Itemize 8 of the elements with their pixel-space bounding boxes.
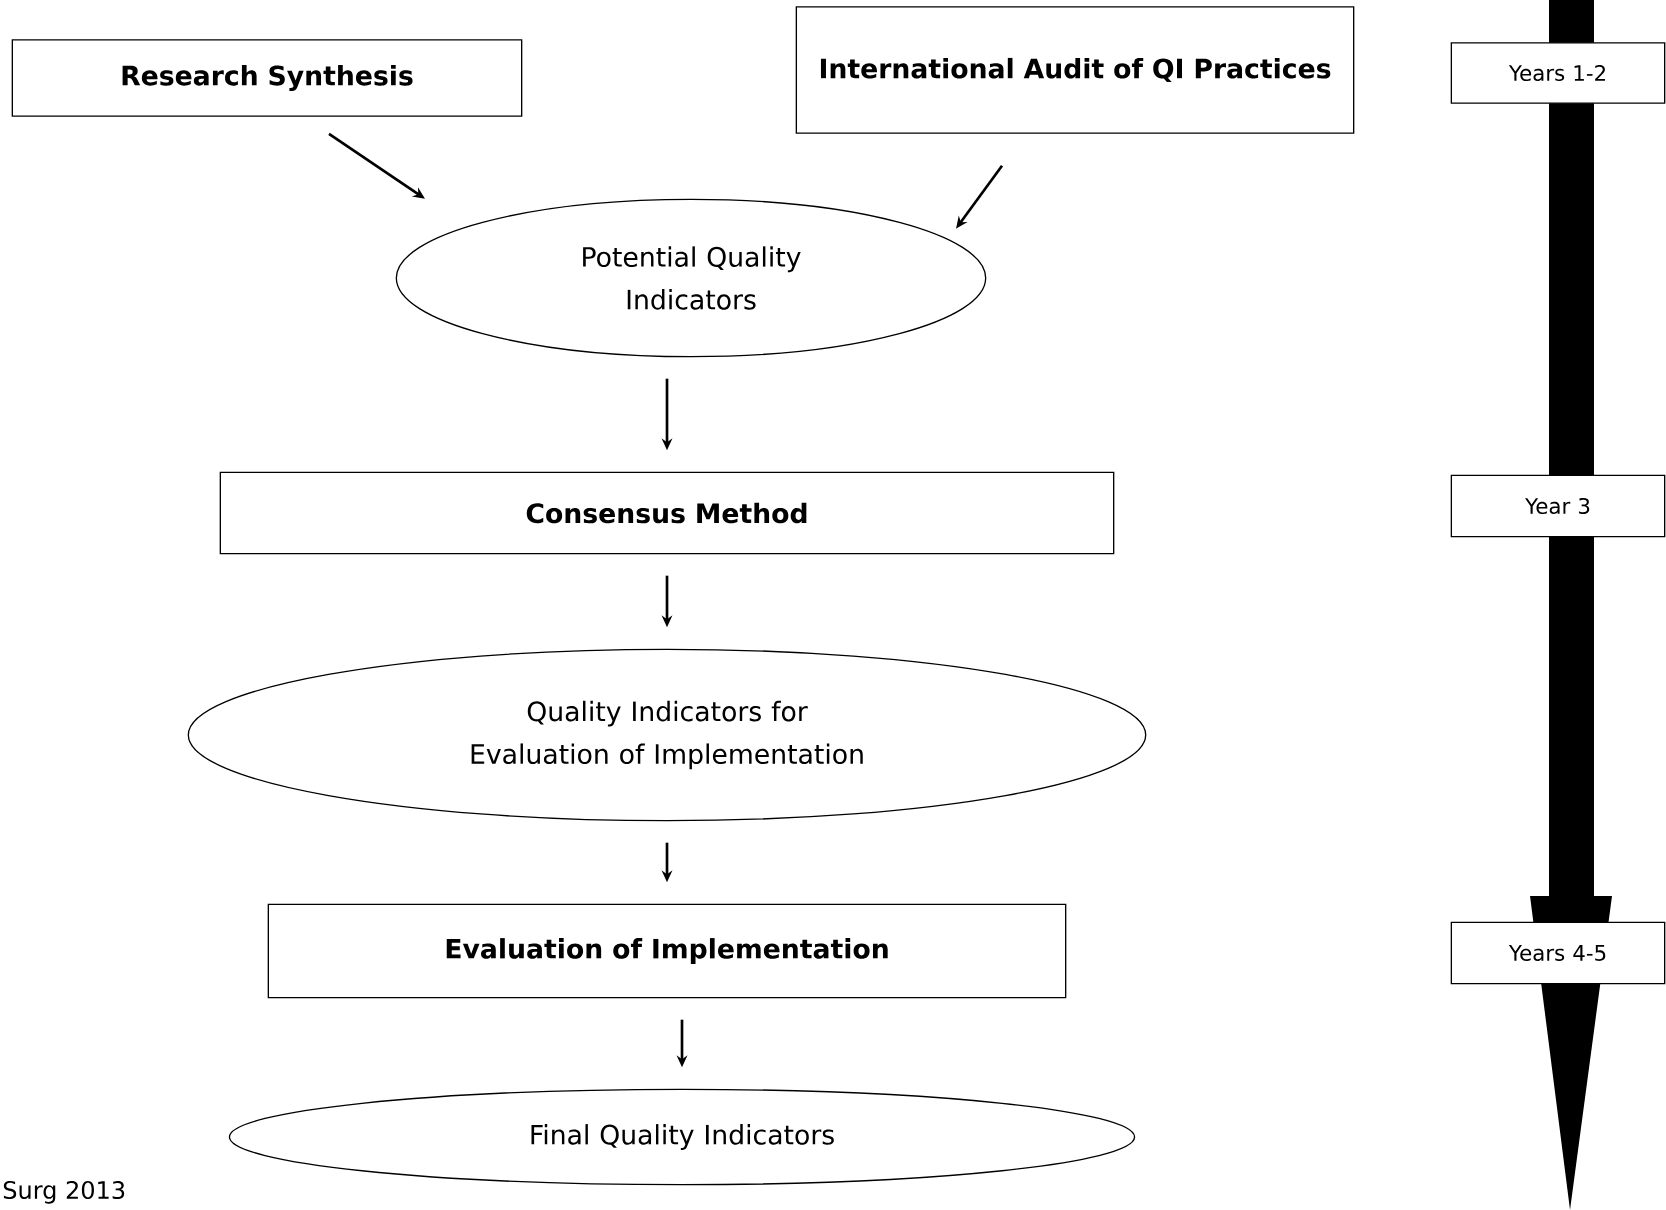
- process-box: International Audit of QI Practices: [795, 6, 1355, 134]
- process-box: Consensus Method: [219, 471, 1115, 555]
- timeline-label: Year 3: [1450, 474, 1666, 538]
- process-box: Evaluation of Implementation: [267, 903, 1067, 999]
- citation-text: Surg 2013: [3, 1180, 125, 1204]
- process-box: Research Synthesis: [11, 39, 523, 117]
- timeline-label: Years 4-5: [1450, 921, 1666, 985]
- timeline-label: Years 1-2: [1450, 42, 1666, 104]
